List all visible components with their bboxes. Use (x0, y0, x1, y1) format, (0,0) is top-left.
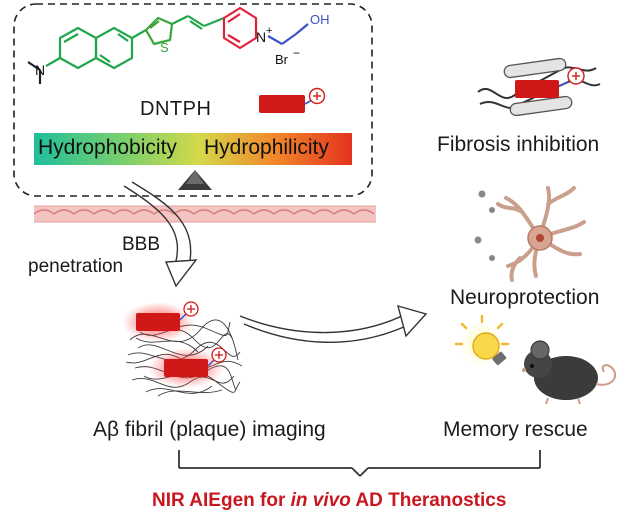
penetration-label: penetration (28, 256, 124, 277)
effect-arrow (239, 304, 428, 343)
thiophene-ring (144, 16, 174, 46)
glowing-probe-lower (148, 347, 227, 388)
compound-name: DNTPH (140, 98, 212, 120)
bbb-label: BBB (122, 234, 161, 255)
footer-title-prefix: NIR AIEgen for (152, 490, 291, 511)
summary-bracket (178, 450, 541, 477)
footer-title-italic: in vivo (290, 490, 351, 511)
probe-icon (259, 87, 326, 113)
hydrophilicity-label: Hydrophilicity (204, 136, 329, 159)
fibrosis-inhibition-icon (477, 57, 601, 117)
light-bulb-icon (454, 314, 510, 366)
bbb-membrane (33, 205, 376, 223)
footer-title: NIR AIEgen for in vivo AD Theranostics (152, 490, 506, 512)
memory-rescue-label: Memory rescue (443, 418, 588, 441)
footer-title-suffix: AD Theranostics (350, 490, 507, 511)
hydroxyl-label: OH (310, 12, 330, 27)
bromide-charge-label: − (293, 46, 300, 60)
naphthalene-ring-right (94, 26, 134, 70)
penetration-arrow (123, 181, 198, 288)
neuroprotection-label: Neuroprotection (450, 286, 600, 309)
polarity-gradient-bar (34, 133, 352, 165)
fibril-imaging-label: Aβ fibril (plaque) imaging (93, 418, 326, 441)
pyridinium-plus-label: + (266, 25, 272, 37)
mouse-icon (522, 340, 617, 405)
molecule-panel-border (13, 3, 373, 197)
fibrosis-inhibition-label: Fibrosis inhibition (437, 133, 600, 156)
pyridinium-n-label: N (256, 29, 266, 45)
bromide-label: Br (275, 52, 289, 67)
glowing-probe-upper (122, 301, 199, 342)
amine-n-label: N (35, 62, 45, 78)
thiophene-s-label: S (160, 40, 169, 55)
neuron-icon (474, 186, 586, 282)
molecule-structure (27, 6, 309, 84)
hydrophobicity-label: Hydrophobicity (38, 136, 177, 159)
pyridinium-ring (222, 6, 258, 50)
